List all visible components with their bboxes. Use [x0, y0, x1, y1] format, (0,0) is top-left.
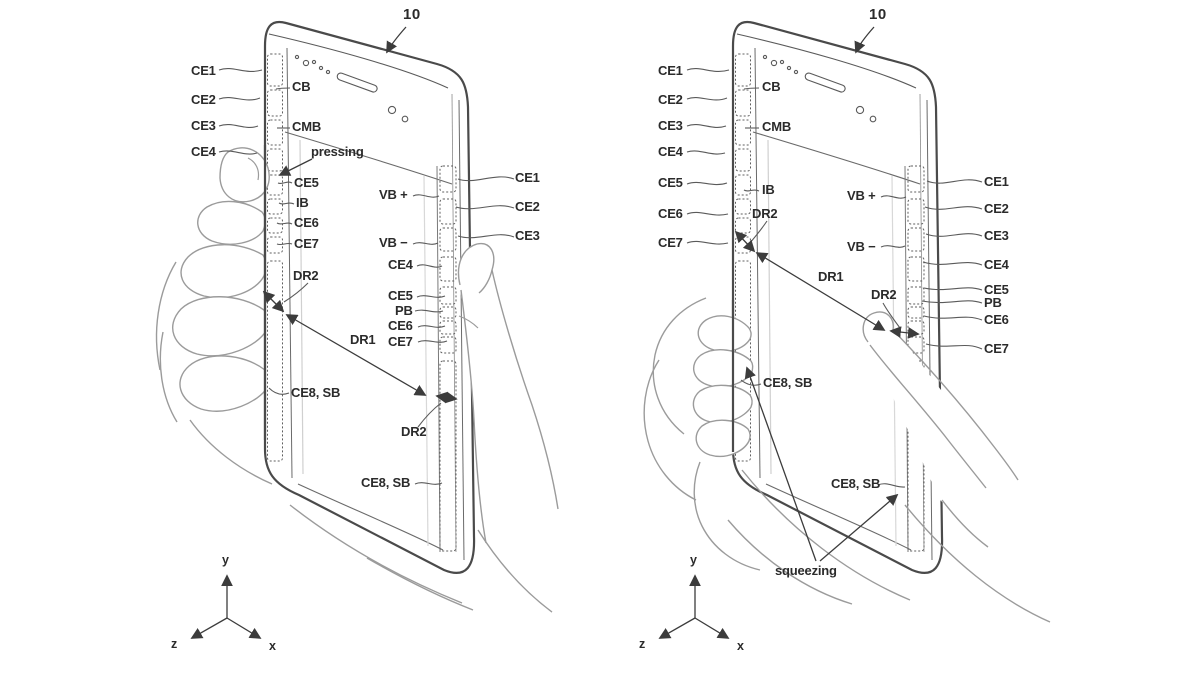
label-ce6-left-edge: CE6 — [658, 206, 683, 221]
label-ce8-sb-right: CE8, SB — [831, 476, 881, 491]
left-hand-thumb — [219, 147, 270, 203]
axis-y-label: y — [222, 553, 229, 567]
left-panel-drawing — [155, 20, 559, 638]
label-dr1: DR1 — [818, 269, 844, 284]
ref-number: 10 — [869, 6, 887, 23]
label-ce1-left-edge: CE1 — [658, 63, 683, 78]
label-ce3-left-edge: CE3 — [658, 118, 683, 133]
label-ce5-left-edge: CE5 — [658, 175, 683, 190]
squeezing-arrow-right — [819, 493, 899, 562]
label-ce6-right-edge: CE6 — [984, 312, 1009, 327]
axis-x-label: x — [737, 639, 744, 653]
label-ib: IB — [296, 195, 309, 210]
ref-number: 10 — [403, 6, 421, 23]
label-ce8-sb-left: CE8, SB — [291, 385, 341, 400]
pressing-label: pressing — [311, 144, 364, 159]
xyz-axes — [192, 576, 260, 638]
label-ce5-left-edge: CE5 — [294, 175, 319, 190]
label-ce2-left-edge: CE2 — [191, 92, 216, 107]
right-panel-drawing — [643, 20, 1051, 638]
squeezing-hand-left-fingers — [643, 297, 911, 605]
label-cmb: CMB — [292, 119, 322, 134]
label-ce2-right-edge: CE2 — [984, 201, 1009, 216]
label-dr1: DR1 — [350, 332, 376, 347]
squeezing-label: squeezing — [775, 563, 837, 578]
label-pb: PB — [984, 295, 1002, 310]
label-cb: CB — [762, 79, 781, 94]
axis-y-label: y — [690, 553, 697, 567]
label-ce3-right-edge: CE3 — [984, 228, 1009, 243]
label-ib: IB — [762, 182, 775, 197]
label-ce2-right-edge: CE2 — [515, 199, 540, 214]
dr1-arrow — [285, 314, 427, 396]
label-ce5-right-edge: CE5 — [388, 288, 413, 303]
dr2-arrow-right — [435, 391, 458, 404]
right-hand-thumb — [289, 242, 559, 613]
label-ce6-right-edge: CE6 — [388, 318, 413, 333]
label-ce8-sb-right: CE8, SB — [361, 475, 411, 490]
label-dr2-left: DR2 — [752, 206, 778, 221]
label-dr2-right: DR2 — [871, 287, 897, 302]
axis-z-label: z — [639, 637, 646, 651]
label-vb-plus: VB + — [379, 187, 408, 202]
dr2-arrow-right — [889, 326, 920, 339]
label-pb: PB — [395, 303, 413, 318]
label-ce3-right-edge: CE3 — [515, 228, 540, 243]
squeezing-arrow-left — [744, 366, 817, 562]
label-vb-plus: VB + — [847, 188, 876, 203]
label-ce4-left-edge: CE4 — [658, 144, 683, 159]
axis-x-label: x — [269, 639, 276, 653]
label-ce4-right-edge: CE4 — [984, 257, 1009, 272]
label-ce7-right-edge: CE7 — [388, 334, 413, 349]
label-dr2-top: DR2 — [293, 268, 319, 283]
label-ce7-right-edge: CE7 — [984, 341, 1009, 356]
measurement-arrows — [262, 26, 458, 404]
xyz-axes — [660, 576, 728, 638]
squeezing-hand-right-finger — [861, 309, 1051, 623]
label-ce7-left-edge: CE7 — [658, 235, 683, 250]
label-ce8-sb-left: CE8, SB — [763, 375, 813, 390]
label-ce2-left-edge: CE2 — [658, 92, 683, 107]
leader-lines — [218, 68, 515, 485]
label-ce1-left-edge: CE1 — [191, 63, 216, 78]
label-ce6-left-edge: CE6 — [294, 215, 319, 230]
label-vb-minus: VB − — [379, 235, 408, 250]
label-vb-minus: VB − — [847, 239, 876, 254]
leader-lines — [686, 68, 983, 488]
ref-10-arrow — [854, 26, 875, 54]
dr1-arrow — [755, 252, 886, 331]
label-ce4-right-edge: CE4 — [388, 257, 413, 272]
label-cmb: CMB — [762, 119, 792, 134]
label-dr2-bottom: DR2 — [401, 424, 427, 439]
label-ce5-right-edge: CE5 — [984, 282, 1009, 297]
label-ce3-left-edge: CE3 — [191, 118, 216, 133]
ref-10-arrow — [386, 26, 407, 54]
label-ce4-left-edge: CE4 — [191, 144, 216, 159]
left-hand-fingers — [155, 200, 273, 485]
label-cb: CB — [292, 79, 311, 94]
label-ce1-right-edge: CE1 — [984, 174, 1009, 189]
label-ce1-right-edge: CE1 — [515, 170, 540, 185]
dr2-arrow-left — [262, 290, 285, 313]
dr2-arrow-left — [734, 230, 756, 253]
label-ce7-left-edge: CE7 — [294, 236, 319, 251]
axis-z-label: z — [171, 637, 178, 651]
measurement-arrows — [734, 26, 920, 562]
pressing-arrow — [278, 158, 313, 176]
